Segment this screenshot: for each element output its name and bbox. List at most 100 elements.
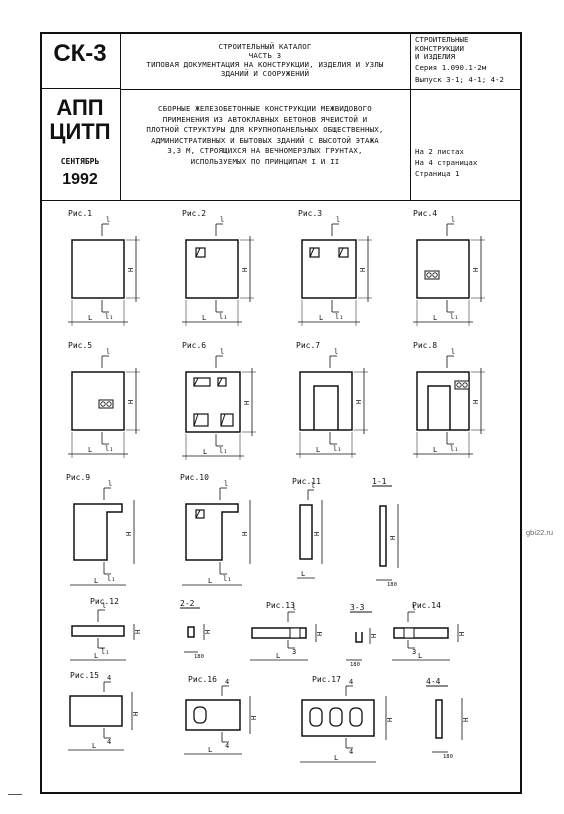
panel-outline <box>71 371 125 431</box>
opening <box>338 247 349 258</box>
figure-label: Рис.9 <box>66 473 90 482</box>
catalog-line: ТИПОВАЯ ДОКУМЕНТАЦИЯ НА КОНСТРУКЦИИ, ИЗД… <box>146 60 384 69</box>
dimension-label: l <box>336 216 340 224</box>
header-divider <box>410 32 411 201</box>
dimension-label: H <box>241 268 249 272</box>
figure-label: Рис.2 <box>182 209 206 218</box>
dimension-label: 4 <box>107 738 111 746</box>
header-bottom-rule <box>40 200 522 201</box>
dimension-label: 3 <box>412 648 416 656</box>
figure-label: Рис.6 <box>182 341 206 350</box>
catalog-line: ЗДАНИЙ И СООРУЖЕНИЙ <box>220 69 310 78</box>
figure-label: Рис.17 <box>312 675 341 684</box>
door-opening <box>313 385 339 430</box>
opening-hatch <box>220 413 226 427</box>
dimension-label: 180 <box>443 754 453 760</box>
figure-label: Рис.8 <box>413 341 437 350</box>
org-name-line1: АПП <box>56 95 104 120</box>
dimension-label: H <box>132 712 140 716</box>
panel-outline <box>185 503 239 561</box>
dimension-label: L <box>301 570 305 578</box>
dimension-label: H <box>472 268 480 272</box>
void-opening <box>329 707 343 727</box>
dimension-label: L <box>334 754 338 762</box>
dimension-label: l <box>106 348 110 356</box>
drawing-sheet <box>40 32 522 794</box>
figure-label: Рис.11 <box>292 477 321 486</box>
dimension-label: H <box>125 532 133 536</box>
dimension-label: l₁ <box>105 313 113 321</box>
section-outline <box>187 626 195 638</box>
catalog-line: ЧАСТЬ 3 <box>248 51 282 60</box>
dimension-label: l₁ <box>333 445 341 453</box>
dimension-label: H <box>250 716 258 720</box>
opening <box>193 377 211 387</box>
dimension-label: 180 <box>194 654 204 660</box>
panel-outline <box>393 627 449 639</box>
panel-outline <box>251 627 307 639</box>
figure-label: Рис.5 <box>68 341 92 350</box>
dimension-label: 180 <box>387 582 397 588</box>
dimension-label: H <box>313 532 321 536</box>
opening-hatch <box>193 377 199 387</box>
dimension-label: L <box>433 446 437 454</box>
void-opening <box>193 706 207 724</box>
title-line: 3,3 м, СТРОЯЩИХСЯ НА ВЕЧНОМЕРЗЛЫХ ГРУНТА… <box>167 146 363 155</box>
watermark: gbi22.ru <box>526 528 554 537</box>
figure-label: Рис.16 <box>188 675 217 684</box>
socket-box <box>424 270 440 280</box>
margin-mark <box>8 794 22 795</box>
opening <box>195 247 206 258</box>
dimension-label: l <box>102 602 106 610</box>
org-name-line2: ЦИТП <box>49 119 111 144</box>
dimension-label: l <box>220 348 224 356</box>
panel-outline <box>69 695 123 727</box>
issue-year: 1992 <box>62 171 98 188</box>
dimension-label: L <box>92 742 96 750</box>
dimension-label: H <box>359 268 367 272</box>
dimension-label: l <box>334 348 338 356</box>
title-line: СБОРНЫЕ ЖЕЛЕЗОБЕТОННЫЕ КОНСТРУКЦИИ МЕЖВИ… <box>158 104 372 113</box>
dimension-label: l₁ <box>219 313 227 321</box>
figure-label: Рис.14 <box>412 601 441 610</box>
dimension-label: L <box>203 448 207 456</box>
dimension-label: L <box>202 314 206 322</box>
dimension-label: H <box>134 630 142 634</box>
dimension-label: H <box>472 400 480 404</box>
dimension-label: l <box>224 480 228 488</box>
dimension-label: L <box>94 577 98 585</box>
dimension-label: l₁ <box>105 445 113 453</box>
panel-outline <box>71 625 125 637</box>
title-line: ИСПОЛЬЗУЕМЫХ ПО ПРИНЦИПАМ I и II <box>190 156 340 166</box>
socket-hole <box>432 272 438 278</box>
dimension-label: l <box>292 604 296 612</box>
dimension-label: l <box>451 216 455 224</box>
dimension-label: H <box>458 632 466 636</box>
title-line: АДМИНИСТРАТИВНЫХ И БЫТОВЫХ ЗДАНИЙ С ВЫСО… <box>151 135 379 145</box>
figure-label: Рис.13 <box>266 601 295 610</box>
section-label: 2-2 <box>180 599 195 608</box>
socket-box <box>98 399 114 409</box>
sheet-info: На 2 листах На 4 страницах Страница 1 <box>415 146 520 179</box>
dimension-label: L <box>418 652 422 660</box>
issue-number: Выпуск 3-1; 4-1; 4-2 <box>415 75 504 84</box>
panel-outline <box>185 371 241 433</box>
dimension-label: L <box>319 314 323 322</box>
dimension-label: 4 <box>225 678 229 686</box>
dimension-label: l <box>220 216 224 224</box>
series-line: И ИЗДЕЛИЯ <box>415 52 456 61</box>
figure-label: Рис.15 <box>70 671 99 680</box>
dimension-label: 180 <box>350 662 360 668</box>
dimension-label: l₁ <box>223 575 231 583</box>
opening <box>217 377 227 387</box>
